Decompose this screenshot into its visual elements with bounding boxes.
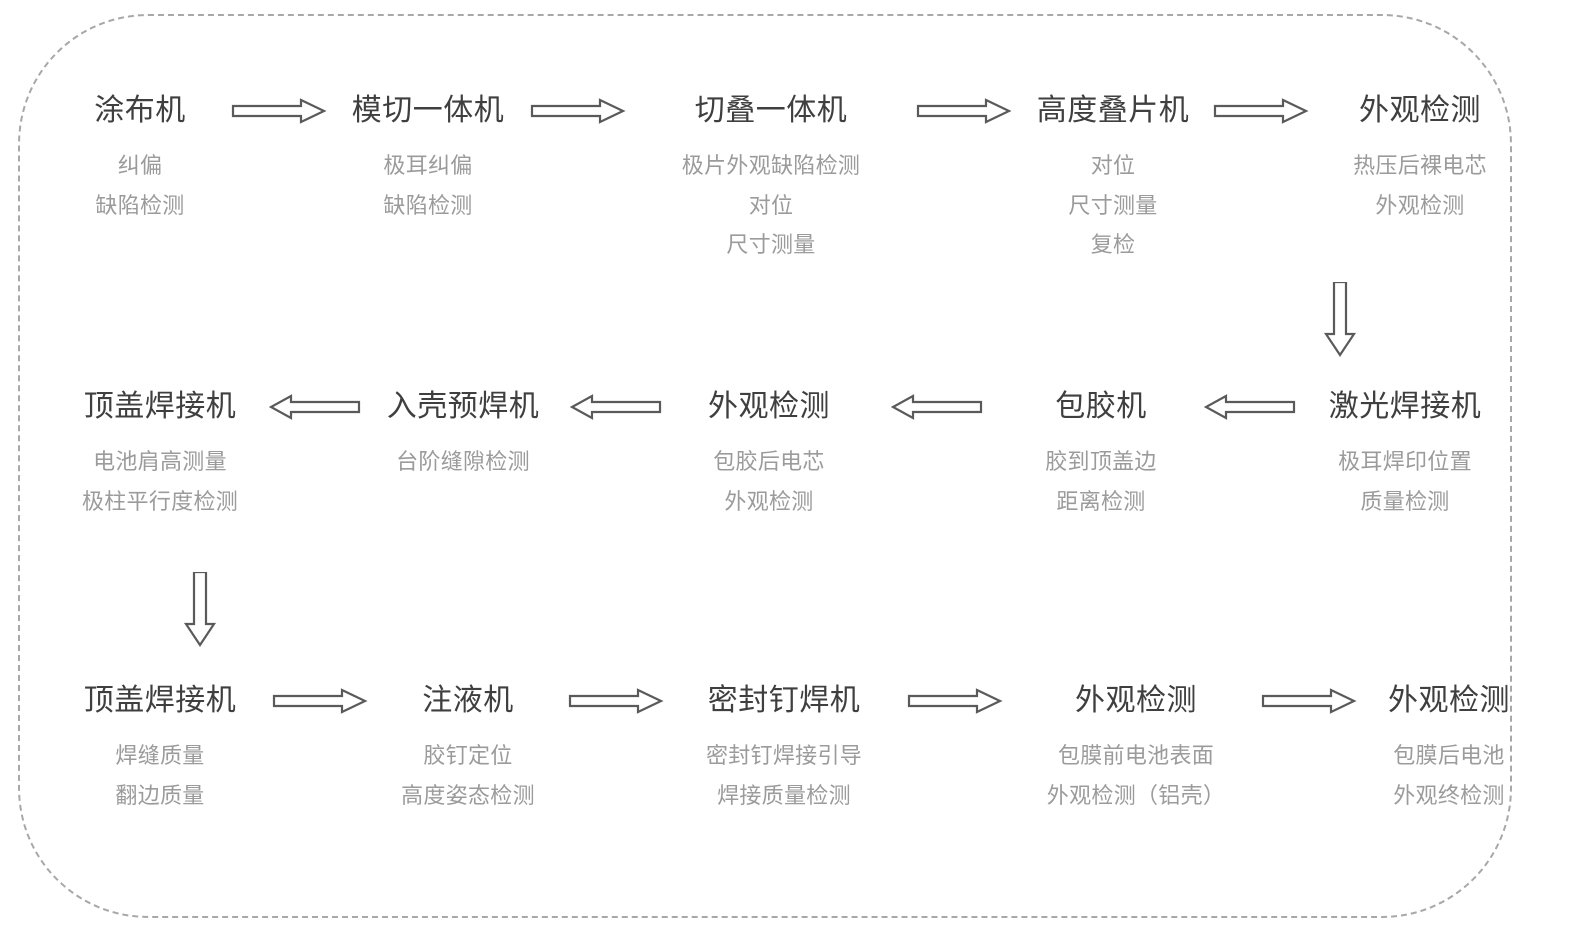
flow-node-3-4[interactable]: 外观检测 包膜前电池表面 外观检测（铝壳） (1018, 682, 1254, 815)
arrow-left-double-icon (260, 388, 370, 438)
arrow-right-double-icon (892, 682, 1018, 732)
node-sub-item: 电池肩高测量 (93, 449, 227, 475)
node-title: 顶盖焊接机 (83, 390, 237, 423)
node-title: 密封钉焊机 (707, 684, 861, 717)
node-sub-item: 胶钉定位 (423, 743, 513, 769)
flow-row-2: 顶盖焊接机 电池肩高测量 极柱平行度检测 入壳预焊机 台阶缝隙检测 (60, 388, 1500, 521)
arrow-right-double-icon (904, 92, 1024, 142)
flow-node-3-5[interactable]: 外观检测 包膜后电池 外观终检测 (1364, 682, 1534, 815)
node-title: 模切一体机 (351, 94, 505, 127)
node-sub-item: 缺陷检测 (95, 192, 185, 218)
arrow-right-double-icon (260, 682, 380, 732)
arrow-right-double-icon (220, 92, 338, 142)
arrow-left-double-icon (1190, 388, 1310, 438)
node-title: 入壳预焊机 (386, 390, 540, 423)
node-sub-item: 外观终检测 (1393, 782, 1505, 808)
node-title: 外观检测 (1359, 94, 1481, 127)
node-sub-item: 高度姿态检测 (401, 782, 535, 808)
node-sub-item: 极耳焊印位置 (1338, 449, 1472, 475)
node-sub-item: 包膜前电池表面 (1057, 743, 1215, 769)
flow-node-1-4[interactable]: 高度叠片机 对位 尺寸测量 复检 (1024, 92, 1202, 264)
node-sub-list: 密封钉焊接引导 焊接质量检测 (706, 736, 862, 814)
node-sub-list: 对位 尺寸测量 复检 (1068, 146, 1157, 263)
arrow-right-double-icon (1254, 682, 1364, 732)
node-sub-item: 尺寸测量 (726, 231, 816, 257)
node-sub-item: 台阶缝隙检测 (396, 449, 530, 475)
node-sub-item: 极柱平行度检测 (81, 488, 239, 514)
node-sub-list: 热压后裸电芯 外观检测 (1353, 146, 1487, 224)
flow-node-1-2[interactable]: 模切一体机 极耳纠偏 缺陷检测 (338, 92, 518, 225)
node-sub-item: 翻边质量 (115, 782, 205, 808)
flow-node-1-1[interactable]: 涂布机 纠偏 缺陷检测 (60, 92, 220, 225)
node-sub-item: 对位 (748, 192, 794, 218)
arrow-right-double-icon (518, 92, 638, 142)
node-sub-list: 焊缝质量 翻边质量 (115, 736, 204, 814)
arrow-down-double-icon (1320, 282, 1360, 358)
node-title: 包胶机 (1055, 390, 1147, 423)
node-sub-list: 包膜后电池 外观终检测 (1393, 736, 1505, 814)
node-sub-item: 焊接质量检测 (717, 782, 851, 808)
flow-node-2-2[interactable]: 入壳预焊机 台阶缝隙检测 (370, 388, 556, 482)
flow-node-2-4[interactable]: 包胶机 胶到顶盖边 距离检测 (1012, 388, 1190, 521)
arrow-right-double-icon (1202, 92, 1320, 142)
flow-node-2-3[interactable]: 外观检测 包胶后电芯 外观检测 (676, 388, 862, 521)
node-sub-item: 极耳纠偏 (383, 153, 473, 179)
node-sub-list: 电池肩高测量 极柱平行度检测 (82, 442, 238, 520)
node-sub-list: 极耳纠偏 缺陷检测 (383, 146, 472, 224)
node-title: 注液机 (422, 684, 514, 717)
node-sub-item: 复检 (1090, 231, 1136, 257)
flow-node-2-5[interactable]: 激光焊接机 极耳焊印位置 质量检测 (1310, 388, 1500, 521)
node-sub-list: 包膜前电池表面 外观检测（铝壳） (1047, 736, 1225, 814)
node-sub-item: 密封钉焊接引导 (705, 743, 863, 769)
node-sub-item: 外观检测 (724, 488, 814, 514)
node-sub-item: 包膜后电池 (1393, 743, 1505, 769)
flow-node-3-1[interactable]: 顶盖焊接机 焊缝质量 翻边质量 (60, 682, 260, 815)
flow-node-3-3[interactable]: 密封钉焊机 密封钉焊接引导 焊接质量检测 (676, 682, 892, 815)
node-sub-list: 台阶缝隙检测 (396, 442, 530, 481)
flow-row-3: 顶盖焊接机 焊缝质量 翻边质量 注液机 胶钉定位 高度姿态检测 (60, 682, 1510, 815)
node-sub-item: 对位 (1090, 153, 1136, 179)
node-sub-item: 包胶后电芯 (713, 449, 825, 475)
node-sub-item: 缺陷检测 (383, 192, 473, 218)
node-sub-list: 极耳焊印位置 质量检测 (1338, 442, 1472, 520)
arrow-down-double-icon (180, 572, 220, 648)
node-sub-list: 胶到顶盖边 距离检测 (1045, 442, 1157, 520)
node-title: 顶盖焊接机 (83, 684, 237, 717)
node-sub-item: 距离检测 (1056, 488, 1146, 514)
flow-node-1-5[interactable]: 外观检测 热压后裸电芯 外观检测 (1320, 92, 1520, 225)
node-sub-item: 极片外观缺陷检测 (681, 153, 861, 179)
node-title: 外观检测 (708, 390, 830, 423)
node-title: 激光焊接机 (1328, 390, 1482, 423)
node-sub-item: 外观检测（铝壳） (1046, 782, 1226, 808)
node-title: 外观检测 (1388, 684, 1510, 717)
node-sub-list: 纠偏 缺陷检测 (95, 146, 184, 224)
node-sub-item: 尺寸测量 (1068, 192, 1158, 218)
node-sub-list: 胶钉定位 高度姿态检测 (401, 736, 535, 814)
node-sub-item: 焊缝质量 (115, 743, 205, 769)
flow-node-3-2[interactable]: 注液机 胶钉定位 高度姿态检测 (380, 682, 556, 815)
node-sub-item: 质量检测 (1360, 488, 1450, 514)
arrow-left-double-icon (556, 388, 676, 438)
node-title: 高度叠片机 (1036, 94, 1190, 127)
node-sub-item: 胶到顶盖边 (1045, 449, 1157, 475)
node-title: 涂布机 (94, 94, 186, 127)
node-title: 切叠一体机 (694, 94, 848, 127)
node-sub-item: 热压后裸电芯 (1353, 153, 1487, 179)
flow-node-2-1[interactable]: 顶盖焊接机 电池肩高测量 极柱平行度检测 (60, 388, 260, 521)
flow-node-1-3[interactable]: 切叠一体机 极片外观缺陷检测 对位 尺寸测量 (638, 92, 904, 264)
node-sub-list: 包胶后电芯 外观检测 (713, 442, 825, 520)
node-sub-item: 外观检测 (1375, 192, 1465, 218)
flow-row-1: 涂布机 纠偏 缺陷检测 模切一体机 极耳纠偏 缺陷检测 (60, 92, 1500, 264)
arrow-right-double-icon (556, 682, 676, 732)
node-title: 外观检测 (1075, 684, 1197, 717)
node-sub-list: 极片外观缺陷检测 对位 尺寸测量 (682, 146, 860, 263)
arrow-left-double-icon (862, 388, 1012, 438)
node-sub-item: 纠偏 (117, 153, 163, 179)
